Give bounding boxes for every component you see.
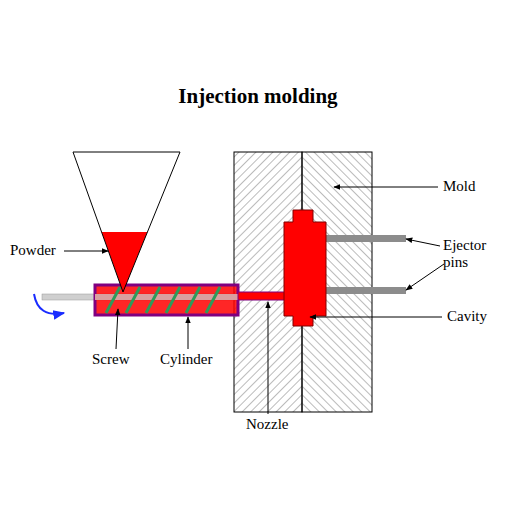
- part-label: Powder: [10, 242, 56, 259]
- leader-line: [64, 187, 444, 414]
- part-label: Screw: [92, 351, 130, 368]
- powder-fill: [102, 232, 148, 292]
- part-label: Mold: [443, 178, 476, 195]
- ejector-pin: [326, 235, 406, 242]
- cylinder: [95, 285, 238, 315]
- part-label: Cylinder: [160, 351, 213, 368]
- rotation-arrow: [34, 294, 64, 314]
- cavity: [284, 210, 326, 326]
- hopper: [73, 152, 180, 292]
- screw-shaft: [42, 294, 238, 300]
- nozzle: [238, 292, 290, 300]
- part-label: Nozzle: [246, 416, 288, 433]
- title: Injection molding: [2, 84, 512, 108]
- part-label: Cavity: [447, 308, 487, 325]
- part-label: Ejector pins: [443, 237, 501, 272]
- ejector-pin: [326, 287, 406, 294]
